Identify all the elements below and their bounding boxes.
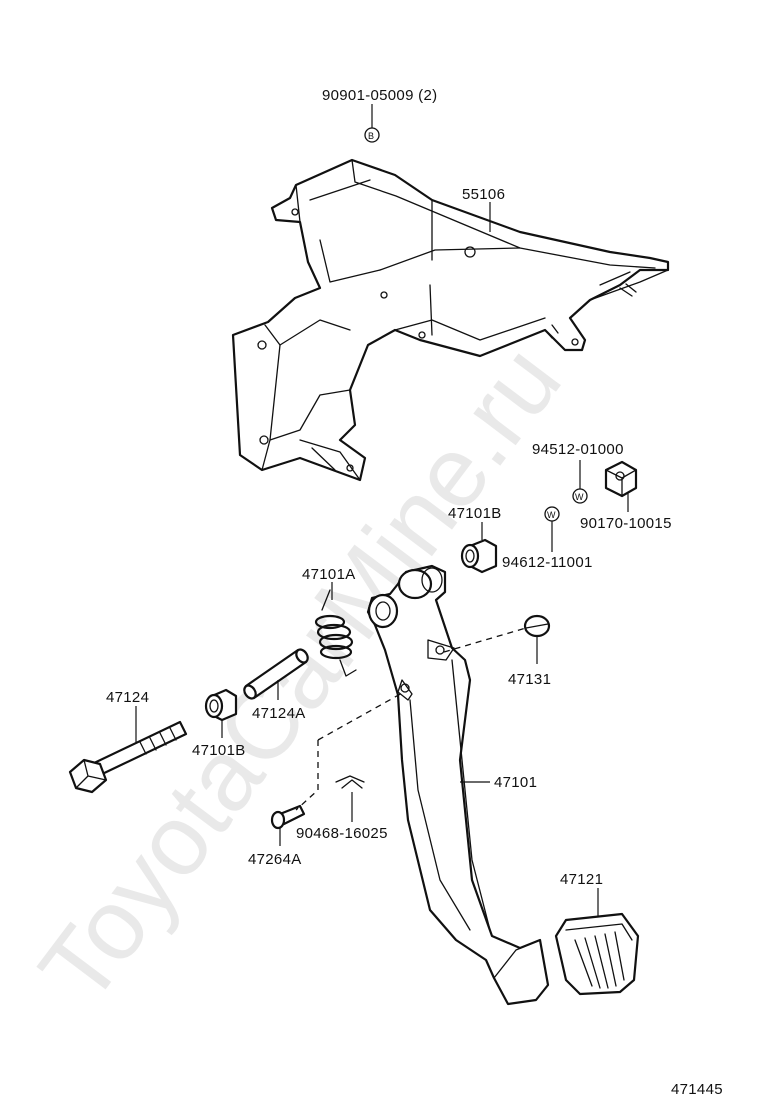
diagram-id: 471445 — [671, 1081, 723, 1098]
bushing-47101b-left — [204, 688, 238, 722]
callout-47124: 47124 — [106, 689, 149, 706]
bolt-marker-b: B — [364, 127, 380, 143]
callout-94512-01000: 94512-01000 — [532, 441, 624, 458]
pivot-bolt — [68, 720, 188, 794]
callout-47124a: 47124A — [252, 705, 306, 722]
pushrod-pin — [523, 614, 551, 638]
callout-94612-11001: 94612-11001 — [502, 554, 593, 571]
callout-47101b-upper: 47101B — [448, 505, 502, 522]
callout-47101a: 47101A — [302, 566, 356, 583]
pedal-pad — [554, 912, 640, 996]
bushing-47101b-upper — [460, 538, 498, 574]
callout-47264a: 47264A — [248, 851, 302, 868]
washer-marker-letter: W — [575, 492, 584, 502]
washer-marker-94512: W — [572, 488, 588, 504]
washer-marker-94612: W — [544, 506, 560, 522]
callout-55106: 55106 — [462, 186, 505, 203]
nut-90170 — [604, 460, 638, 498]
clip-90468 — [335, 775, 365, 789]
callout-47131: 47131 — [508, 671, 551, 688]
clevis-pin — [270, 804, 306, 830]
callout-47101b-lower: 47101B — [192, 742, 246, 759]
return-spring — [314, 589, 357, 677]
callout-90901-05009: 90901-05009 (2) — [322, 87, 437, 104]
clutch-pedal — [366, 564, 550, 1006]
collar-47124a — [243, 648, 309, 700]
callout-90468-16025: 90468-16025 — [296, 825, 388, 842]
assembly-line-pin — [295, 740, 319, 811]
bolt-marker-letter: B — [368, 131, 374, 141]
pedal-bracket — [231, 158, 670, 482]
assembly-line-pivot — [317, 691, 405, 741]
assembly-line-pushrod — [443, 627, 527, 653]
callout-90170-10015: 90170-10015 — [580, 515, 672, 532]
washer-marker-letter-2: W — [547, 510, 556, 520]
callout-47101: 47101 — [494, 774, 537, 791]
callout-47121: 47121 — [560, 871, 603, 888]
